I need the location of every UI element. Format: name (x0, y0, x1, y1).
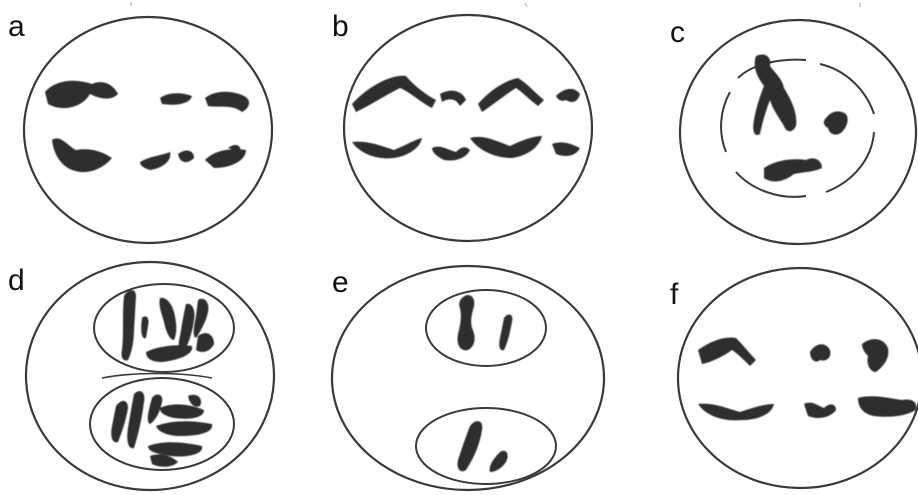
cell-a (24, 17, 272, 243)
panel-label-d: d (8, 264, 25, 297)
cell-e (332, 266, 604, 490)
panel-label-b: b (332, 10, 349, 43)
chromosome-group-lower (52, 138, 246, 172)
nucleus-upper (426, 290, 546, 366)
nuclear-envelope-fragment (721, 92, 730, 152)
chromosomes-lower (111, 391, 212, 467)
nuclear-envelope-fragment (820, 64, 874, 114)
cell-membrane (26, 262, 274, 490)
nuclear-envelope-fragment (826, 132, 874, 192)
cell-membrane (678, 268, 918, 488)
chromosomes-upper (121, 290, 214, 362)
panel-label-a: a (8, 10, 25, 43)
chromosome-row-lower (352, 136, 580, 161)
cell-f (678, 268, 918, 488)
cell-membrane (344, 15, 592, 241)
chromosome-row-upper (352, 76, 580, 112)
chromosomes (753, 54, 847, 181)
panel-label-f: f (670, 278, 679, 311)
cell-b (344, 15, 592, 241)
chromosome-row-upper (698, 338, 888, 373)
chromosome-row-lower (698, 396, 916, 420)
cell-membrane (24, 17, 272, 243)
cell-c (680, 20, 916, 244)
cell-membrane (680, 20, 916, 244)
chromosomes-lower (457, 421, 507, 472)
chromosome-group-upper (45, 81, 249, 112)
cropped-caption-remnant (131, 2, 860, 7)
panel-label-c: c (670, 16, 685, 49)
nucleus-lower (416, 408, 556, 484)
panel-label-e: e (332, 266, 349, 299)
cell-d (26, 262, 274, 490)
chromosomes-upper (457, 295, 512, 350)
